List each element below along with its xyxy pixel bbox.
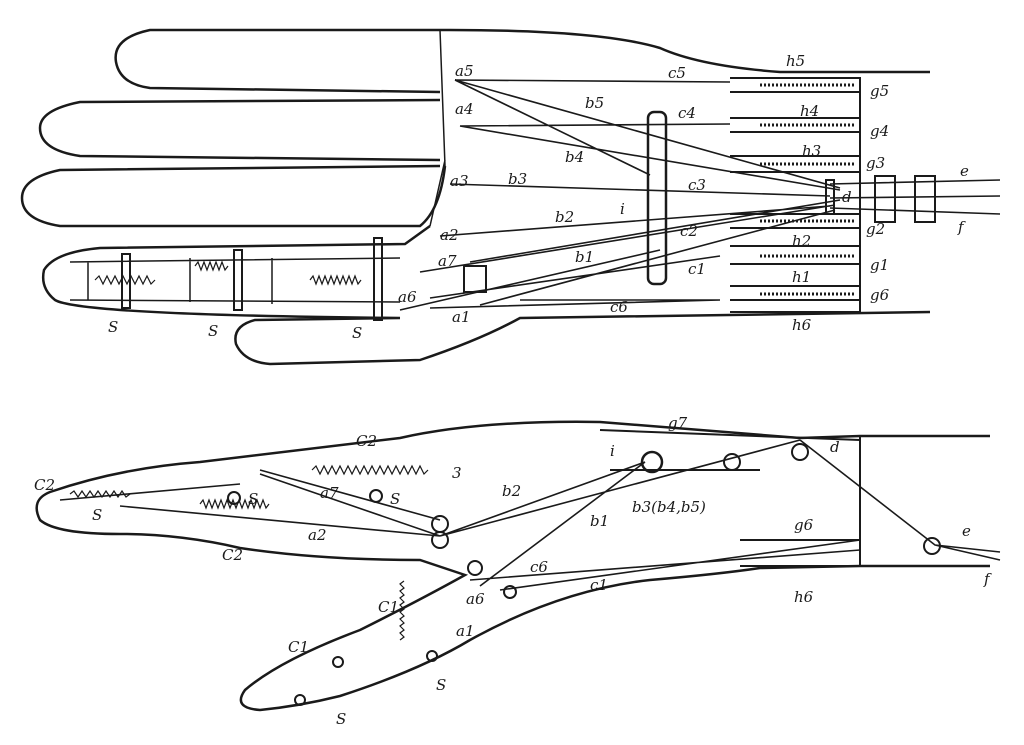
label-c1: c1: [688, 260, 706, 278]
thumb-joint-1: [426, 650, 438, 662]
side-label-c2-top: C2: [356, 432, 377, 450]
label-s2: S: [208, 322, 218, 340]
label-c4: c4: [678, 104, 696, 122]
side-cables: [59, 439, 1001, 591]
label-h6: h6: [792, 316, 812, 334]
side-label-c2-mid: C2: [222, 546, 243, 564]
side-label-b1: b1: [590, 512, 609, 530]
side-label-a2: a2: [308, 526, 327, 544]
joint-knuckle-2: [431, 531, 449, 549]
label-c6: c6: [610, 298, 628, 316]
label-g6: g6: [870, 286, 890, 304]
label-b5: b5: [585, 94, 604, 112]
hand-interior-line: [429, 29, 446, 227]
label-f: f: [957, 218, 966, 236]
side-label-C1-b: C1: [288, 638, 309, 656]
side-label-c6: c6: [530, 558, 548, 576]
label-i: i: [620, 200, 625, 218]
wrist-rails: [599, 429, 861, 567]
side-view: C2 C2 C2 3 S S S S S a7 a2 b2 b1 c6 c1 a…: [34, 414, 1001, 728]
label-g5: g5: [870, 82, 889, 100]
label-c2: c2: [680, 222, 698, 240]
pulley-d: [791, 443, 809, 461]
label-a5: a5: [455, 62, 474, 80]
thumb-strap-2: [233, 249, 243, 311]
label-d: d: [842, 188, 852, 206]
side-label-s-mid2: S: [390, 490, 400, 508]
side-label-s-mid1: S: [248, 490, 258, 508]
spring-housing: [730, 77, 861, 313]
side-label-s-thumb2: S: [336, 710, 346, 728]
label-b3: b3: [508, 170, 527, 188]
side-label-b2: b2: [502, 482, 521, 500]
side-label-c2-tip: C2: [34, 476, 55, 494]
label-g3: g3: [866, 154, 885, 172]
side-label-d: d: [830, 438, 840, 456]
side-label-g7: g7: [668, 414, 688, 432]
guide-bar-i: [646, 110, 668, 286]
hand-outline: [20, 28, 931, 366]
label-h4: h4: [800, 102, 819, 120]
joint-s-mid1: [227, 491, 241, 505]
pulley-e: [923, 537, 941, 555]
label-h1: h1: [792, 268, 811, 286]
joint-knuckle-1: [431, 515, 449, 533]
top-view: a5 a4 a3 a2 a7 a6 a1 b5 b4 b3 b2 b1 c5 c…: [20, 28, 1001, 366]
label-a3: a3: [450, 172, 469, 190]
label-a2: a2: [440, 226, 459, 244]
side-label-a6: a6: [466, 590, 485, 608]
cable-joint-d: [825, 179, 835, 215]
label-c3: c3: [688, 176, 706, 194]
clamp-2: [914, 175, 936, 223]
thumb-strap-3: [373, 237, 383, 321]
label-g4: g4: [870, 122, 889, 140]
label-b2: b2: [555, 208, 574, 226]
label-c5: c5: [668, 64, 686, 82]
label-h3: h3: [802, 142, 821, 160]
side-label-3: 3: [452, 464, 462, 482]
label-s3: S: [352, 324, 362, 342]
label-g1: g1: [870, 256, 889, 274]
label-b4: b4: [565, 148, 584, 166]
clamp-1: [874, 175, 896, 223]
side-label-b3: b3(b4,b5): [632, 498, 706, 516]
label-b1: b1: [575, 248, 594, 266]
thumb-joint-2: [332, 656, 344, 668]
side-label-a7: a7: [320, 484, 339, 502]
thumb-strap-1: [121, 253, 131, 309]
side-label-s-thumb1: S: [436, 676, 446, 694]
small-block: [463, 265, 487, 293]
side-label-i: i: [610, 442, 615, 460]
thumb-joint-3: [294, 694, 306, 706]
label-a7: a7: [438, 252, 457, 270]
side-label-a1: a1: [456, 622, 475, 640]
label-a4: a4: [455, 100, 474, 118]
joint-i: [640, 450, 664, 474]
label-h5: h5: [786, 52, 805, 70]
joint-c6: [503, 585, 517, 599]
thumb-springs: [94, 260, 362, 286]
label-s1: S: [108, 318, 118, 336]
pulley-2: [723, 453, 741, 471]
label-g2: g2: [866, 220, 885, 238]
side-label-f: f: [983, 570, 992, 588]
side-hand-outline: [35, 420, 990, 712]
side-label-C1-a: C1: [378, 598, 399, 616]
side-label-g6: g6: [794, 516, 814, 534]
side-label-h6: h6: [794, 588, 814, 606]
joint-s-mid2: [369, 489, 383, 503]
label-e: e: [960, 162, 969, 180]
label-a1: a1: [452, 308, 471, 326]
side-label-s-tip: S: [92, 506, 102, 524]
side-label-e: e: [962, 522, 971, 540]
label-a6: a6: [398, 288, 417, 306]
label-h2: h2: [792, 232, 811, 250]
joint-a6: [467, 560, 483, 576]
side-label-c1: c1: [590, 576, 608, 594]
